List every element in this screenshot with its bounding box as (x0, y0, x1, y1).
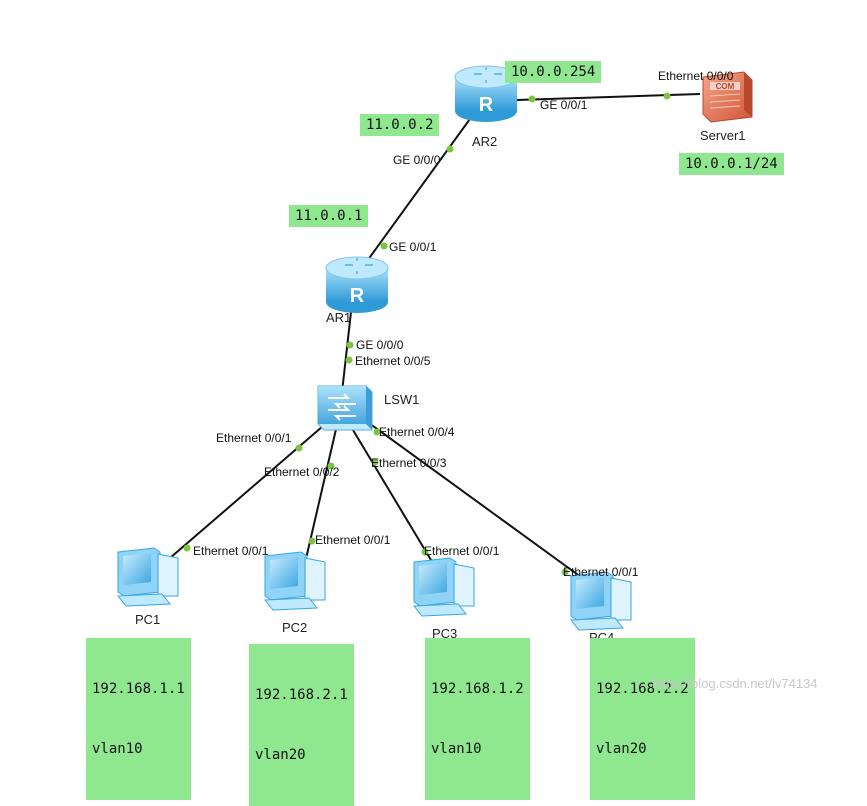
link-ar2-ar1 (356, 111, 476, 276)
topology-links: R R COM (116, 65, 753, 631)
device-name-pc1: PC1 (135, 612, 161, 627)
ip-note-pc2: 192.168.2.1 vlan20 (249, 644, 354, 806)
ip-note-pc4: 192.168.2.2 vlan20 (590, 638, 695, 800)
svg-text:R: R (479, 94, 494, 116)
svg-text:R: R (350, 285, 365, 307)
ip-note-pc3: 192.168.1.2 vlan10 (425, 638, 530, 800)
link-lsw1-pc4 (361, 417, 593, 586)
link-lsw1-pc3 (349, 424, 435, 566)
ip-note-ar2-inside: 11.0.0.2 (360, 114, 440, 136)
port-dot-pc1-eth001 (183, 544, 191, 552)
pc3-vlan: vlan10 (431, 741, 482, 757)
port-dot-ar1-ge001 (380, 242, 388, 250)
watermark-url: https://blog.csdn.net/lv74134 (652, 676, 818, 691)
port-dot-pc4-eth001 (561, 568, 569, 576)
pc3-ip: 192.168.1.2 (431, 681, 524, 697)
port-dot-ar2-ge001 (528, 95, 536, 103)
port-label-lsw-eth001: Ethernet 0/0/1 (216, 431, 292, 445)
port-label-ar2-ge000: GE 0/0/0 (393, 153, 441, 167)
pc-icon[interactable] (569, 571, 632, 631)
port-label-lsw-eth002: Ethernet 0/0/2 (264, 465, 340, 479)
pc1-ip: 192.168.1.1 (92, 681, 185, 697)
port-dot-lsw-eth003 (371, 458, 379, 466)
router-icon[interactable]: R (325, 256, 389, 313)
pc-icon[interactable] (412, 557, 475, 617)
device-name-server1: Server1 (700, 128, 746, 143)
port-label-lsw-eth005: Ethernet 0/0/5 (355, 354, 431, 368)
device-name-ar2: AR2 (472, 134, 498, 149)
ip-note-ar2-outside: 10.0.0.254 (505, 61, 602, 83)
ip-note-ar1-uplink: 11.0.0.1 (289, 205, 369, 227)
pc-icon[interactable] (263, 551, 326, 611)
port-label-ar2-ge001: GE 0/0/1 (540, 98, 588, 112)
port-label-pc4-eth001: Ethernet 0/0/1 (563, 565, 639, 579)
port-label-lsw-eth003: Ethernet 0/0/3 (371, 456, 447, 470)
port-label-pc2-eth001: Ethernet 0/0/1 (315, 533, 391, 547)
port-dot-server-eth000 (663, 92, 671, 100)
svg-text:COM: COM (716, 82, 735, 91)
port-label-server-eth000: Ethernet 0/0/0 (658, 69, 734, 83)
device-name-lsw1: LSW1 (384, 392, 420, 407)
port-dot-ar2-ge000 (446, 145, 454, 153)
ip-note-pc1: 192.168.1.1 vlan10 (86, 638, 191, 800)
port-dot-pc3-eth001 (421, 548, 429, 556)
ip-note-server: 10.0.0.1/24 (679, 153, 784, 175)
switch-icon[interactable] (317, 385, 373, 431)
router-icon[interactable]: R (454, 65, 518, 122)
port-dot-lsw-eth004 (373, 428, 381, 436)
port-label-pc1-eth001: Ethernet 0/0/1 (193, 544, 269, 558)
port-dot-lsw-eth002 (327, 462, 335, 470)
server-icon[interactable]: COM (702, 71, 753, 123)
device-name-pc3: PC3 (432, 626, 458, 641)
topology-canvas: R R COM (86, 61, 818, 806)
pc4-vlan: vlan20 (596, 741, 647, 757)
pc1-vlan: vlan10 (92, 741, 143, 757)
port-dot-lsw-eth001 (295, 444, 303, 452)
pc2-ip: 192.168.2.1 (255, 687, 348, 703)
port-dot-pc2-eth001 (308, 537, 316, 545)
port-label-ar1-ge000: GE 0/0/0 (356, 338, 404, 352)
port-label-pc3-eth001: Ethernet 0/0/1 (424, 544, 500, 558)
link-lsw1-pc1 (169, 419, 331, 559)
port-label-lsw-eth004: Ethernet 0/0/4 (379, 425, 455, 439)
pc2-vlan: vlan20 (255, 747, 306, 763)
pc-icon[interactable] (116, 547, 179, 607)
port-label-ar1-ge001: GE 0/0/1 (389, 240, 437, 254)
port-dot-lsw-eth005 (345, 356, 353, 364)
port-dot-ar1-ge000 (346, 341, 354, 349)
pc4-ip: 192.168.2.2 (596, 681, 689, 697)
device-name-pc2: PC2 (282, 620, 308, 635)
device-name-ar1: AR1 (326, 310, 352, 325)
